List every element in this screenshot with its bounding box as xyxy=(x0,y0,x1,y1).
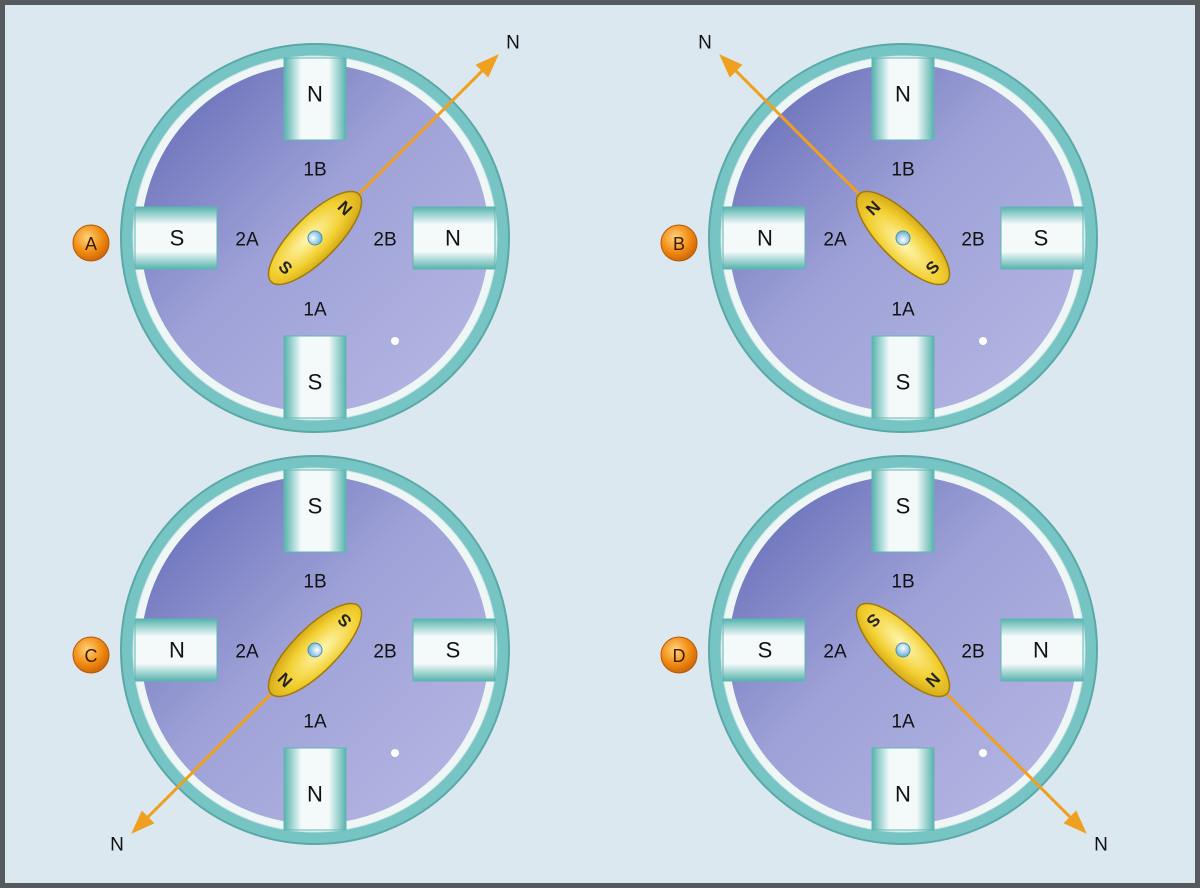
pole-label-left: S xyxy=(758,638,773,663)
field-arrow-icon xyxy=(719,54,743,78)
pole-piece-top-icon xyxy=(871,469,935,553)
pole-piece-left-icon xyxy=(722,206,806,270)
step-badge-label: D xyxy=(673,646,686,666)
pole-label-top: N xyxy=(895,82,911,107)
pole-label-bottom: S xyxy=(308,370,323,395)
pole-piece-right-icon xyxy=(1000,206,1084,270)
rotor-magnet-icon: NS xyxy=(267,602,363,698)
rotor-hub xyxy=(895,642,911,658)
pole-label-top: N xyxy=(307,82,323,107)
coil-label-bottom: 1A xyxy=(303,712,327,733)
pole-piece-bottom-icon xyxy=(283,747,347,831)
step-badge-label: B xyxy=(673,234,685,254)
coil-label-right: 2B xyxy=(373,230,396,251)
pole-piece-top-icon xyxy=(871,57,935,141)
field-arrow-label: N xyxy=(506,32,520,53)
pole-piece-right-icon xyxy=(412,618,496,682)
step-badge-label: A xyxy=(85,234,97,254)
rotor-hub xyxy=(895,230,911,246)
field-arrow-shaft xyxy=(901,648,1079,826)
coil-label-top: 1B xyxy=(303,160,326,181)
coil-label-left: 2A xyxy=(235,642,259,663)
coil-label-left: 2A xyxy=(235,230,259,251)
pole-piece-bottom-icon xyxy=(283,335,347,419)
pole-label-right: N xyxy=(445,226,461,251)
reference-dot xyxy=(979,749,987,757)
step-badge-label: C xyxy=(85,646,98,666)
pole-label-bottom: N xyxy=(307,782,323,807)
rotor-hub xyxy=(307,642,323,658)
pole-label-left: N xyxy=(169,638,185,663)
pole-piece-left-icon xyxy=(134,206,218,270)
coil-label-left: 2A xyxy=(823,230,847,251)
field-arrow-label: N xyxy=(1094,835,1108,856)
field-arrow-icon xyxy=(131,810,155,834)
pole-label-bottom: S xyxy=(896,370,911,395)
rotor-magnet-icon: NS xyxy=(855,190,951,286)
pole-label-left: N xyxy=(757,226,773,251)
coil-label-bottom: 1A xyxy=(303,300,327,321)
field-arrow-label: N xyxy=(698,32,712,53)
step-badge-icon xyxy=(72,224,110,262)
rotor-magnet-icon: NS xyxy=(267,190,363,286)
rotor-magnet-icon: NS xyxy=(855,602,951,698)
pole-piece-top-icon xyxy=(283,57,347,141)
reference-dot xyxy=(391,749,399,757)
coil-label-right: 2B xyxy=(373,642,396,663)
rotor-hub xyxy=(307,230,323,246)
pole-label-right: S xyxy=(446,638,461,663)
field-arrow-icon xyxy=(1063,810,1087,834)
pole-label-bottom: N xyxy=(895,782,911,807)
pole-label-top: S xyxy=(896,494,911,519)
pole-piece-right-icon xyxy=(1000,618,1084,682)
pole-piece-left-icon xyxy=(722,618,806,682)
coil-label-top: 1B xyxy=(303,572,326,593)
pole-piece-right-icon xyxy=(412,206,496,270)
coil-label-top: 1B xyxy=(891,160,914,181)
pole-piece-bottom-icon xyxy=(871,747,935,831)
pole-label-top: S xyxy=(308,494,323,519)
step-badge-icon xyxy=(660,224,698,262)
coil-label-top: 1B xyxy=(891,572,914,593)
step-badge-icon xyxy=(72,636,110,674)
coil-label-bottom: 1A xyxy=(891,300,915,321)
reference-dot xyxy=(391,337,399,345)
coil-label-left: 2A xyxy=(823,642,847,663)
reference-dot xyxy=(979,337,987,345)
pole-piece-bottom-icon xyxy=(871,335,935,419)
pole-label-left: S xyxy=(170,226,185,251)
coil-label-right: 2B xyxy=(961,642,984,663)
pole-label-right: N xyxy=(1033,638,1049,663)
pole-piece-left-icon xyxy=(134,618,218,682)
pole-piece-top-icon xyxy=(283,469,347,553)
field-arrow-icon xyxy=(475,54,499,78)
pole-label-right: S xyxy=(1034,226,1049,251)
field-arrow-label: N xyxy=(110,835,124,856)
step-badge-icon xyxy=(660,636,698,674)
coil-label-right: 2B xyxy=(961,230,984,251)
coil-label-bottom: 1A xyxy=(891,712,915,733)
